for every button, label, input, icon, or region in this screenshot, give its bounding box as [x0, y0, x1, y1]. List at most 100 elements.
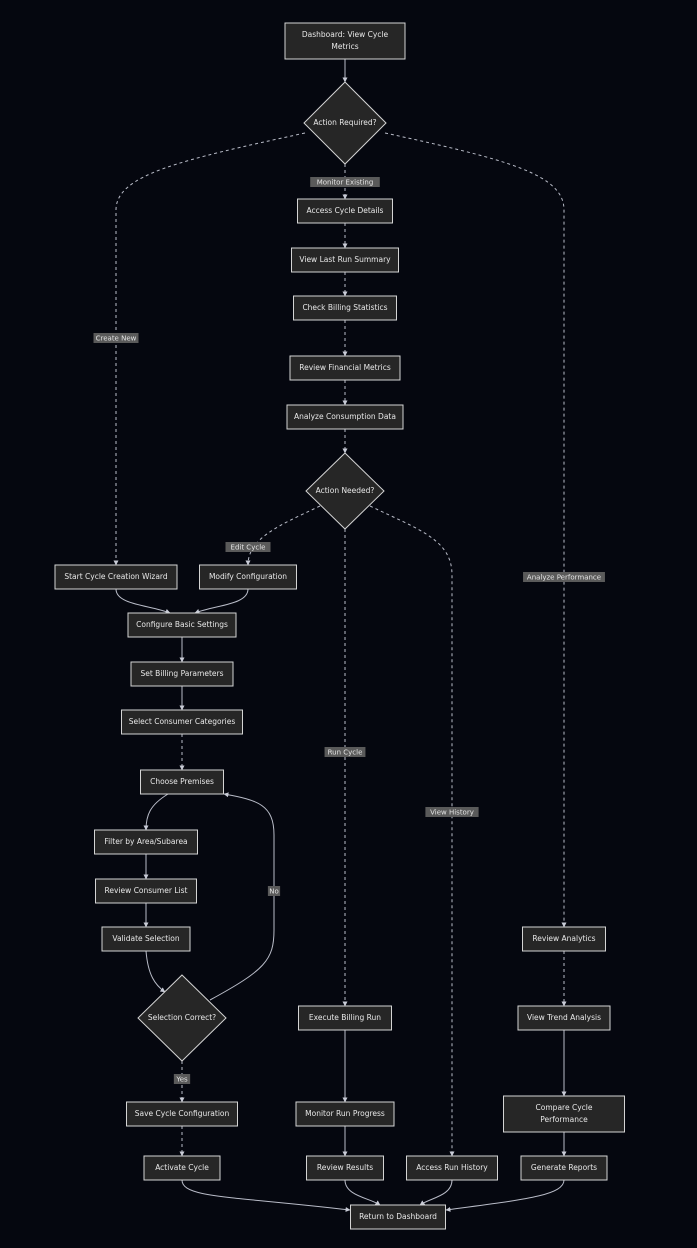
decision-diamond — [137, 974, 227, 1062]
node-box — [503, 1095, 625, 1133]
node-label: Start Cycle Creation Wizard — [64, 572, 168, 581]
node-access-run-history: Access Run History — [406, 1155, 498, 1181]
node-label: Configure Basic Settings — [136, 620, 228, 629]
edge-label-create-new: Create New — [93, 333, 139, 343]
node-generate-reports: Generate Reports — [520, 1155, 608, 1181]
node-review-analytics: Review Analytics — [522, 926, 606, 952]
node-analyze-consumption-data: Analyze Consumption Data — [286, 404, 404, 430]
edge-activate-to-return — [181, 1179, 351, 1212]
node-box — [306, 1155, 384, 1181]
edge-label-background — [267, 886, 281, 896]
node-label: Review Results — [317, 1163, 373, 1172]
node-monitor-run-progress: Monitor Run Progress — [295, 1101, 395, 1127]
node-label: Modify Configuration — [209, 572, 287, 581]
node-box — [350, 1204, 446, 1230]
node-return-to-dashboard: Return to Dashboard — [350, 1204, 446, 1230]
node-choose-premises: Choose Premises — [140, 769, 224, 795]
node-box — [94, 829, 198, 855]
node-box — [284, 22, 406, 60]
edge-validate-to-selection — [145, 950, 166, 993]
edge-label-background — [310, 177, 380, 187]
node-box — [291, 247, 399, 273]
node-box — [406, 1155, 498, 1181]
edge-premises-to-filter — [143, 793, 169, 831]
edge-label-text: View History — [430, 809, 474, 817]
node-label: Metrics — [331, 42, 358, 51]
node-action-needed: Action Needed? — [305, 452, 385, 530]
node-label: Validate Selection — [112, 934, 179, 943]
node-label: Compare Cycle — [536, 1103, 593, 1112]
node-label: Review Consumer List — [105, 886, 188, 895]
node-label: Execute Billing Run — [309, 1013, 381, 1022]
node-label: Check Billing Statistics — [302, 303, 387, 312]
edge-label-background — [324, 747, 366, 757]
node-access-cycle-details: Access Cycle Details — [297, 198, 393, 224]
node-label: Filter by Area/Subarea — [104, 837, 187, 846]
node-execute-billing-run: Execute Billing Run — [298, 1005, 392, 1031]
node-box — [297, 198, 393, 224]
node-label: Action Needed? — [316, 486, 375, 495]
node-review-results: Review Results — [306, 1155, 384, 1181]
edge-label-text: No — [269, 888, 279, 896]
node-box — [127, 612, 237, 638]
node-review-financial-metrics: Review Financial Metrics — [289, 355, 401, 381]
edge-label-analyze-performance: Analyze Performance — [523, 572, 605, 582]
node-set-billing-parameters: Set Billing Parameters — [130, 661, 234, 687]
node-box — [140, 769, 224, 795]
node-box — [126, 1101, 238, 1127]
node-box — [286, 404, 404, 430]
node-label: Set Billing Parameters — [140, 669, 223, 678]
node-select-consumer-categories: Select Consumer Categories — [121, 709, 243, 735]
node-box — [101, 926, 191, 952]
edge-label-text: Yes — [175, 1076, 188, 1084]
edge-label-no: No — [267, 886, 281, 896]
edge-modify-to-basic-settings — [194, 588, 249, 614]
edges — [113, 59, 567, 1212]
node-label: Review Analytics — [532, 934, 595, 943]
node-label: Activate Cycle — [155, 1163, 209, 1172]
edge-label-text: Monitor Existing — [317, 179, 374, 187]
node-label: Performance — [540, 1115, 588, 1124]
node-box — [520, 1155, 608, 1181]
node-validate-selection: Validate Selection — [101, 926, 191, 952]
edge-action-needed-to-modify — [245, 505, 321, 566]
node-box — [295, 1101, 395, 1127]
node-start-cycle-creation-wizard: Start Cycle Creation Wizard — [54, 564, 178, 590]
node-label: Monitor Run Progress — [305, 1109, 385, 1118]
edge-selection-no-to-premises — [209, 792, 275, 1001]
node-label: Selection Correct? — [148, 1013, 216, 1022]
edge-reports-to-return — [445, 1179, 565, 1212]
edge-action-needed-to-history — [369, 505, 455, 1157]
node-modify-configuration: Modify Configuration — [199, 564, 297, 590]
node-label: Review Financial Metrics — [299, 363, 391, 372]
edge-label-text: Run Cycle — [328, 749, 363, 757]
edge-label-view-history: View History — [425, 807, 479, 817]
node-box — [517, 1005, 611, 1031]
node-box — [289, 355, 401, 381]
edge-label-text: Analyze Performance — [527, 574, 601, 582]
node-save-cycle-configuration: Save Cycle Configuration — [126, 1101, 238, 1127]
edge-label-text: Edit Cycle — [231, 544, 266, 552]
node-box — [293, 295, 397, 321]
node-label: Dashboard: View Cycle — [302, 30, 389, 39]
edge-label-background — [93, 333, 139, 343]
edge-history-to-return — [419, 1179, 453, 1206]
node-box — [54, 564, 178, 590]
edge-label-edit-cycle: Edit Cycle — [225, 542, 271, 552]
edge-wizard-to-basic-settings — [115, 588, 171, 614]
edge-label-background — [523, 572, 605, 582]
node-selection-correct: Selection Correct? — [137, 974, 227, 1062]
node-box — [522, 926, 606, 952]
node-configure-basic-settings: Configure Basic Settings — [127, 612, 237, 638]
node-label: Access Run History — [416, 1163, 488, 1172]
node-filter-by-area: Filter by Area/Subarea — [94, 829, 198, 855]
decision-diamond — [303, 81, 387, 165]
node-box — [95, 878, 197, 904]
edge-label-run-cycle: Run Cycle — [324, 747, 366, 757]
edge-review-results-to-return — [344, 1179, 381, 1206]
node-label: View Last Run Summary — [299, 255, 391, 264]
